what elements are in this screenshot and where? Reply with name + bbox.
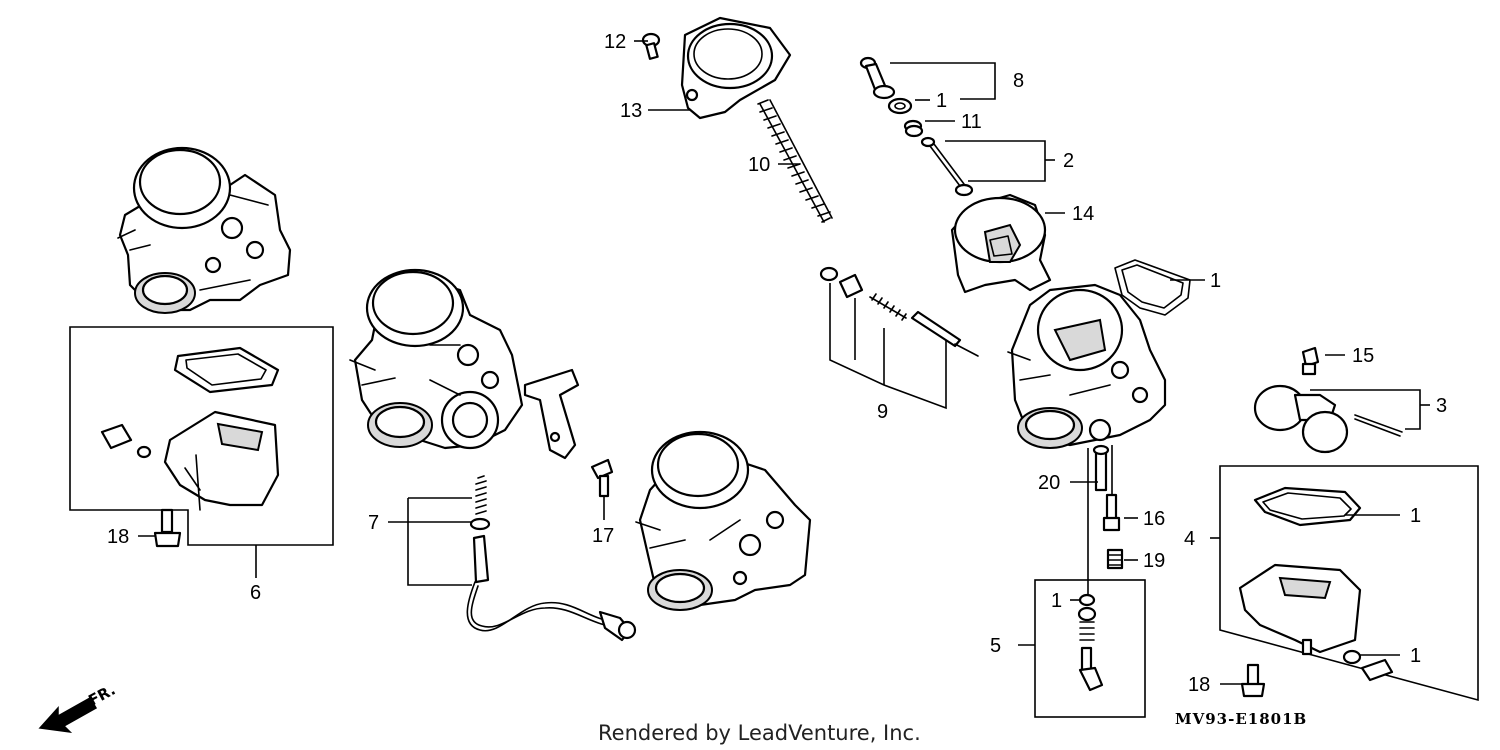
float-valve-5 bbox=[1077, 593, 1104, 692]
o-ring-1-top bbox=[887, 97, 913, 115]
callout-6: 6 bbox=[250, 582, 261, 604]
diagram-code: MV93-E1801B bbox=[1175, 710, 1307, 728]
callout-3: 3 bbox=[1436, 395, 1447, 417]
callout-10: 10 bbox=[748, 154, 770, 176]
piston-diaphragm-14 bbox=[950, 193, 1052, 294]
callout-14: 14 bbox=[1072, 203, 1094, 225]
leader-lines bbox=[138, 40, 1430, 685]
callout-2: 2 bbox=[1063, 150, 1074, 172]
callout-19: 19 bbox=[1143, 550, 1165, 572]
callout-17: 17 bbox=[592, 525, 614, 547]
callout-9: 9 bbox=[877, 401, 888, 423]
main-jet-16 bbox=[1102, 493, 1121, 532]
drain-screw-right bbox=[1360, 658, 1394, 682]
callout-8: 8 bbox=[1013, 70, 1024, 92]
float-chamber-right bbox=[1238, 486, 1362, 656]
carburetor-body-top-left bbox=[117, 146, 292, 314]
credit-text: Rendered by LeadVenture, Inc. bbox=[598, 721, 921, 745]
callout-13: 13 bbox=[620, 100, 642, 122]
float-chamber-left bbox=[100, 346, 280, 511]
callout-7: 7 bbox=[368, 512, 379, 534]
screw-18-right bbox=[1240, 663, 1266, 698]
jet-needle-2 bbox=[920, 136, 974, 197]
callout-18-right: 18 bbox=[1188, 674, 1210, 696]
jet-19 bbox=[1106, 548, 1124, 570]
callout-15: 15 bbox=[1352, 345, 1374, 367]
callout-1-gasket: 1 bbox=[1210, 270, 1221, 292]
spring-11 bbox=[903, 119, 924, 138]
callout-1-top: 1 bbox=[936, 90, 947, 112]
callout-16: 16 bbox=[1143, 508, 1165, 530]
bracket-plate bbox=[523, 368, 580, 460]
front-direction-arrow-icon: FR. bbox=[38, 681, 118, 734]
screw-12 bbox=[641, 32, 661, 60]
carburetor-body-bottom-middle bbox=[635, 430, 812, 611]
callout-1-float-valve: 1 bbox=[1051, 590, 1062, 612]
callout-1-float-gasket: 1 bbox=[1410, 505, 1421, 527]
callout-5: 5 bbox=[990, 635, 1001, 657]
group-box-6 bbox=[69, 326, 334, 546]
carburetor-body-middle-left bbox=[349, 268, 524, 450]
callout-4: 4 bbox=[1184, 528, 1195, 550]
screw-18-left bbox=[153, 508, 182, 548]
callout-20: 20 bbox=[1038, 472, 1060, 494]
top-cover-13 bbox=[680, 16, 792, 120]
jet-20 bbox=[1092, 444, 1110, 492]
o-ring-1-right bbox=[1342, 649, 1362, 665]
callout-1-o-ring: 1 bbox=[1410, 645, 1421, 667]
callout-18-left: 18 bbox=[107, 526, 129, 548]
carburetor-body-right bbox=[1007, 283, 1167, 449]
choke-plunger-3 bbox=[1253, 384, 1403, 454]
gasket-1-right bbox=[1114, 259, 1191, 316]
callout-12: 12 bbox=[604, 31, 626, 53]
choke-cable-assembly bbox=[466, 475, 637, 642]
group-box-5 bbox=[1034, 579, 1146, 718]
needle-jet-holder-8 bbox=[859, 56, 896, 100]
group-box-4 bbox=[1219, 465, 1479, 702]
screw-17 bbox=[590, 458, 614, 498]
callout-11: 11 bbox=[961, 111, 982, 133]
fitting-15 bbox=[1301, 346, 1320, 376]
spring-10 bbox=[757, 99, 833, 223]
pilot-screw-set-9 bbox=[819, 266, 979, 357]
